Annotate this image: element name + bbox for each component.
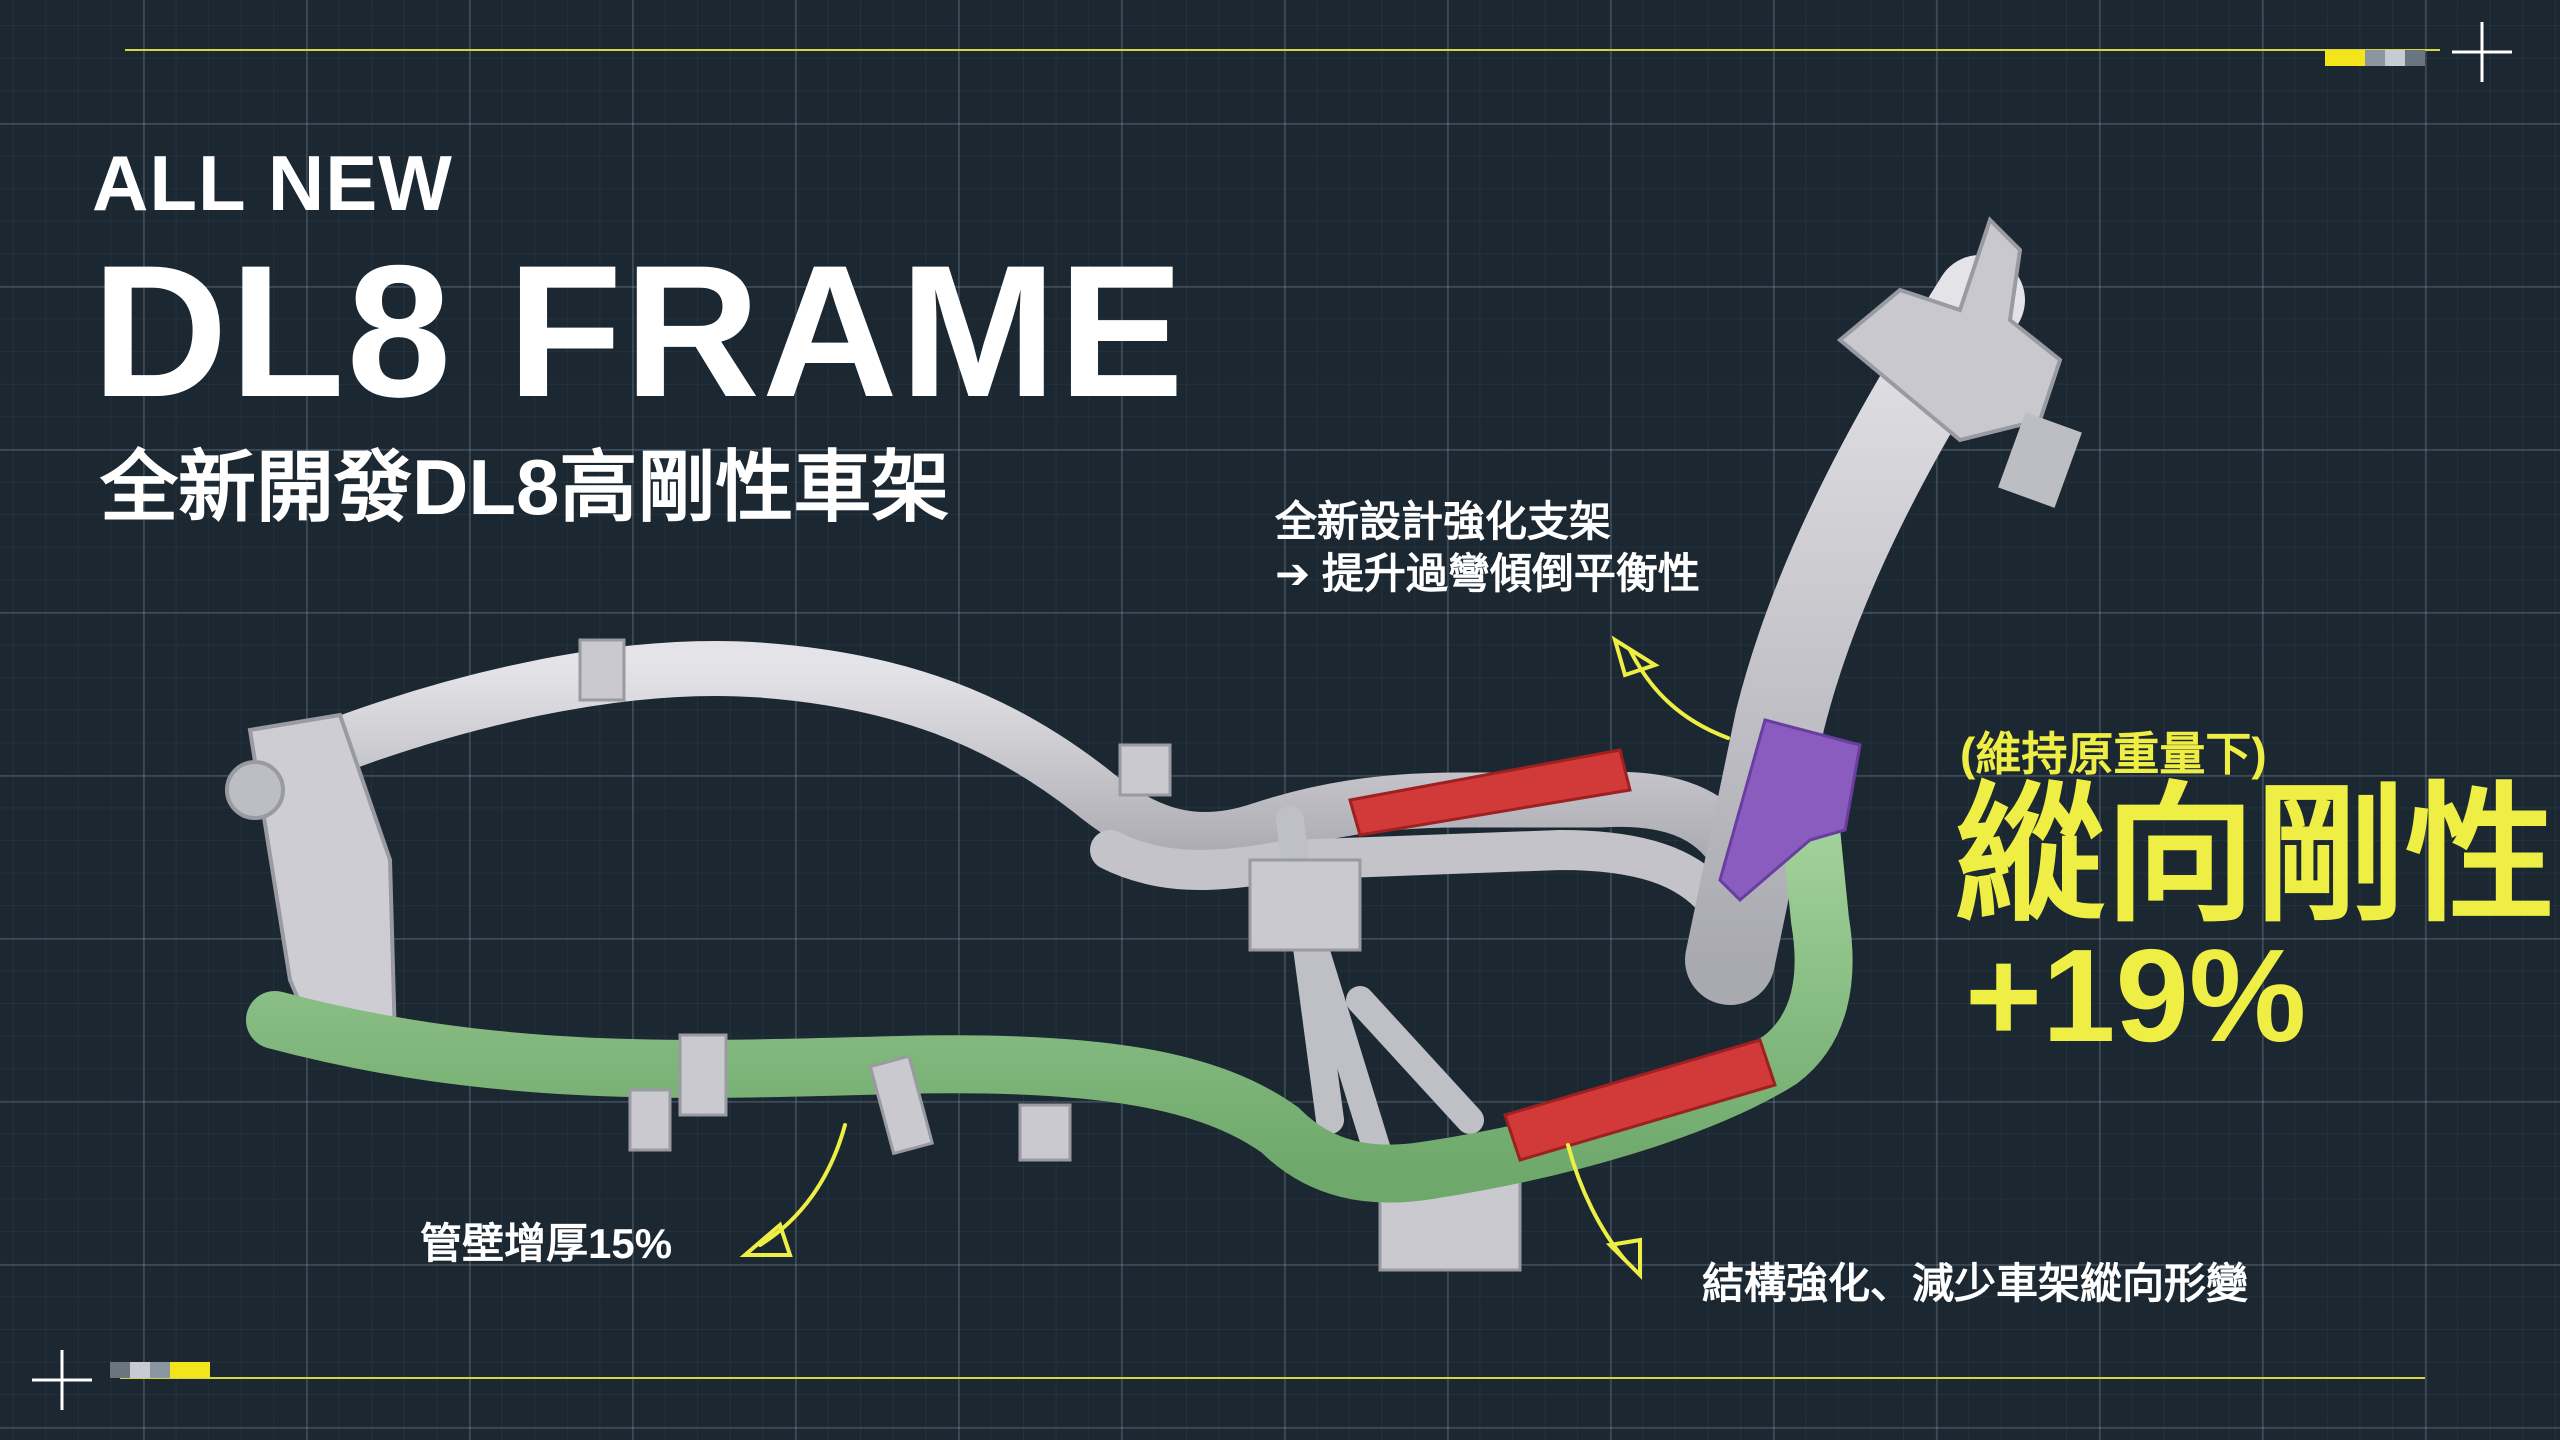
stiffness-condition: (維持原重量下) — [1960, 728, 2267, 780]
frame-purple-section — [1718, 718, 1862, 903]
color-swatch-icon — [110, 1362, 210, 1378]
stiffness-metric: 縱向剛性 — [1955, 771, 2556, 939]
tube-wall-annotation: 管壁增厚15% — [420, 1220, 673, 1267]
frame-red-lower — [1503, 1038, 1777, 1162]
arrow-icon — [739, 1221, 793, 1257]
frame-red-upper — [1348, 748, 1632, 837]
frame-head-tube — [1685, 255, 2025, 1005]
structure-annotation: 結構強化、減少車架縱向形變 — [1702, 1260, 2249, 1307]
page-title: DL8 FRAME — [92, 226, 1186, 436]
arrow-icon — [1628, 648, 1730, 740]
arrow-icon — [1605, 1237, 1642, 1280]
frame-lower-tube — [246, 791, 1853, 1203]
frame-upper-tube-inner — [1090, 829, 1750, 940]
arrow-icon — [1611, 635, 1660, 678]
color-swatch-icon — [2325, 50, 2425, 66]
frame-head-bracket — [1836, 216, 2063, 443]
bracket-annotation-line1: 全新設計強化支架 — [1275, 498, 1612, 545]
arrow-icon — [758, 1123, 847, 1247]
page-subtitle: 全新開發DL8高剛性車架 — [100, 443, 950, 531]
headline-kicker: ALL NEW — [92, 139, 453, 227]
crosshair-icon — [32, 1350, 92, 1410]
crosshair-icon — [2452, 22, 2512, 82]
bracket-annotation-line2: ➔ 提升過彎傾倒平衡性 — [1275, 550, 1700, 597]
stiffness-value: +19% — [1965, 922, 2307, 1069]
